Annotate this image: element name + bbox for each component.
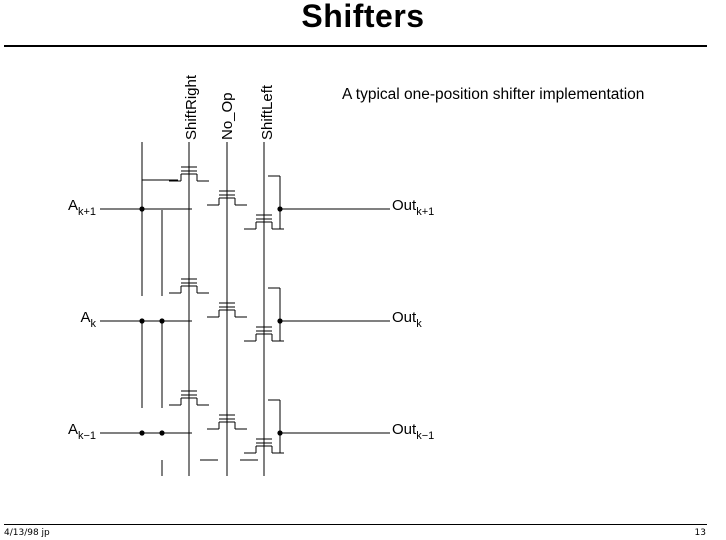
label-shift-right: ShiftRight xyxy=(183,74,200,140)
title-divider xyxy=(4,45,707,47)
junction-dot xyxy=(139,206,145,212)
junction-dot xyxy=(139,430,145,436)
description-text: A typical one-position shifter implement… xyxy=(342,86,645,103)
output-label: Outk+1 xyxy=(392,197,434,218)
label-shift-left: ShiftLeft xyxy=(259,84,276,140)
output-label: Outk xyxy=(392,309,422,330)
footer-date: 4/13/98 jp xyxy=(4,528,50,538)
slide-title: Shifters xyxy=(301,0,425,34)
footer-divider xyxy=(4,524,707,525)
junction-dot xyxy=(159,318,165,324)
input-label: Ak+1 xyxy=(68,197,96,218)
junction-dot xyxy=(159,430,165,436)
input-label: Ak−1 xyxy=(68,421,96,442)
junction-dot xyxy=(139,318,145,324)
input-label: Ak xyxy=(80,309,96,330)
page-number: 13 xyxy=(694,528,706,538)
label-no-op: No_Op xyxy=(219,92,236,140)
output-label: Outk−1 xyxy=(392,421,434,442)
